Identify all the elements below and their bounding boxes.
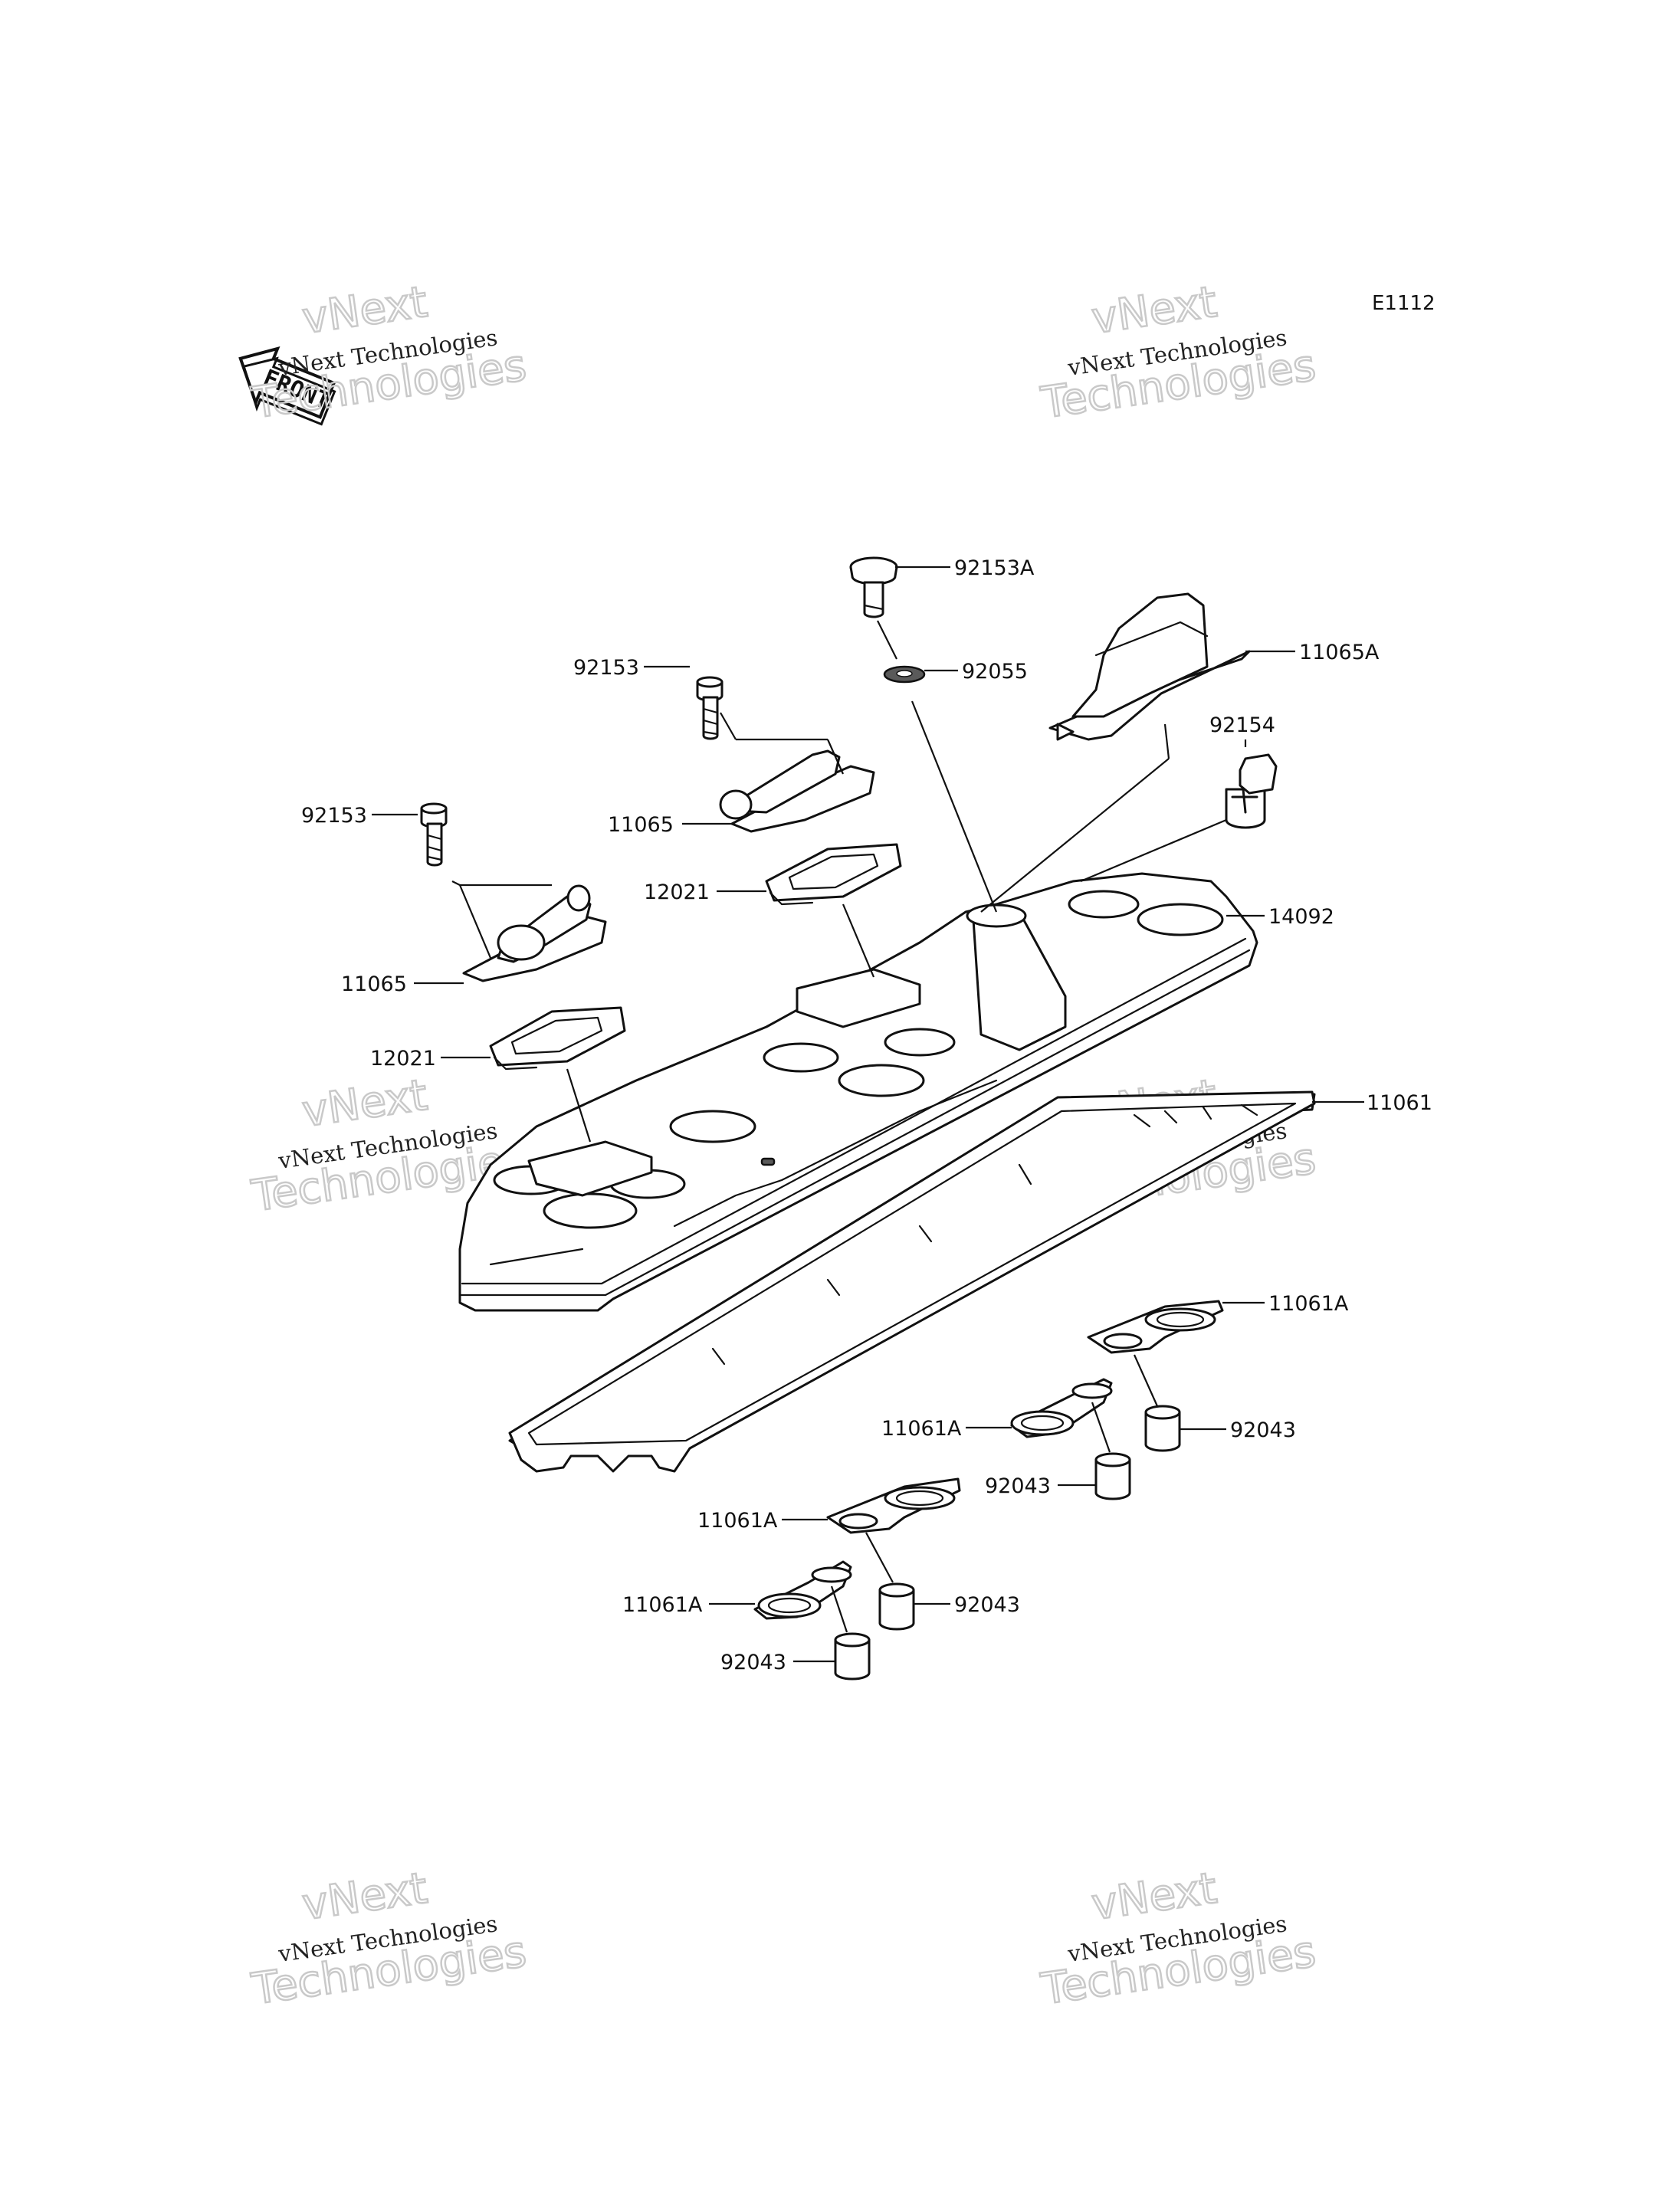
label-14092: 14092	[1268, 905, 1334, 929]
label-92153-lower: 92153	[301, 804, 367, 828]
label-11061A-3: 11061A	[697, 1509, 778, 1533]
label-12021-lower: 12021	[370, 1047, 436, 1071]
head-cover-14092	[458, 872, 1258, 1312]
watermark-line2a: vNext	[1089, 277, 1220, 344]
watermark-line2a: vNext	[300, 1864, 431, 1930]
dowel-92043-4	[834, 1632, 871, 1681]
plug-92154	[1225, 753, 1278, 829]
label-11065A: 11065A	[1299, 641, 1380, 664]
gasket-12021-upper	[765, 843, 902, 906]
bolt-92153-lower	[420, 802, 448, 867]
label-92055: 92055	[962, 660, 1028, 684]
dowel-92043-2	[1094, 1452, 1131, 1500]
watermark-line2a: vNext	[300, 1071, 431, 1137]
label-92043-4: 92043	[720, 1651, 786, 1674]
seal-11061A-set1	[1087, 1300, 1224, 1354]
label-11061: 11061	[1367, 1091, 1432, 1115]
watermark-line2a: vNext	[1089, 1864, 1220, 1930]
gasket-12021-lower	[489, 1006, 626, 1071]
leader-lines	[372, 566, 1364, 1663]
seal-11061A-set2	[1010, 1378, 1113, 1438]
label-92153A: 92153A	[954, 556, 1035, 580]
label-92043-2: 92043	[985, 1474, 1051, 1498]
label-11061A-4: 11061A	[622, 1593, 703, 1617]
label-92154: 92154	[1209, 713, 1275, 737]
label-11061A-2: 11061A	[881, 1417, 962, 1441]
label-12021-upper: 12021	[644, 880, 710, 904]
washer-92055	[883, 665, 926, 684]
label-11061A-1: 11061A	[1268, 1292, 1349, 1316]
label-92153-upper: 92153	[573, 656, 639, 680]
label-92043-3: 92043	[954, 1593, 1020, 1617]
dowel-92043-1	[1144, 1405, 1181, 1452]
label-92043-1: 92043	[1230, 1418, 1296, 1442]
seal-11061A-set3	[826, 1477, 961, 1534]
cover-11065-lower	[462, 884, 607, 982]
dowel-92043-3	[878, 1582, 915, 1631]
watermark-line2a: vNext	[300, 277, 431, 344]
cover-11065-upper	[719, 749, 875, 833]
bolt-92153A	[849, 556, 898, 618]
gasket-11061	[508, 1090, 1316, 1473]
label-11065-upper: 11065	[608, 813, 674, 837]
seal-11061A-set4	[753, 1560, 852, 1620]
label-11065-lower: 11065	[341, 972, 407, 996]
diagram-code: E1112	[1372, 292, 1436, 315]
cover-11065A	[1048, 592, 1251, 741]
bolt-92153-upper	[696, 676, 724, 740]
